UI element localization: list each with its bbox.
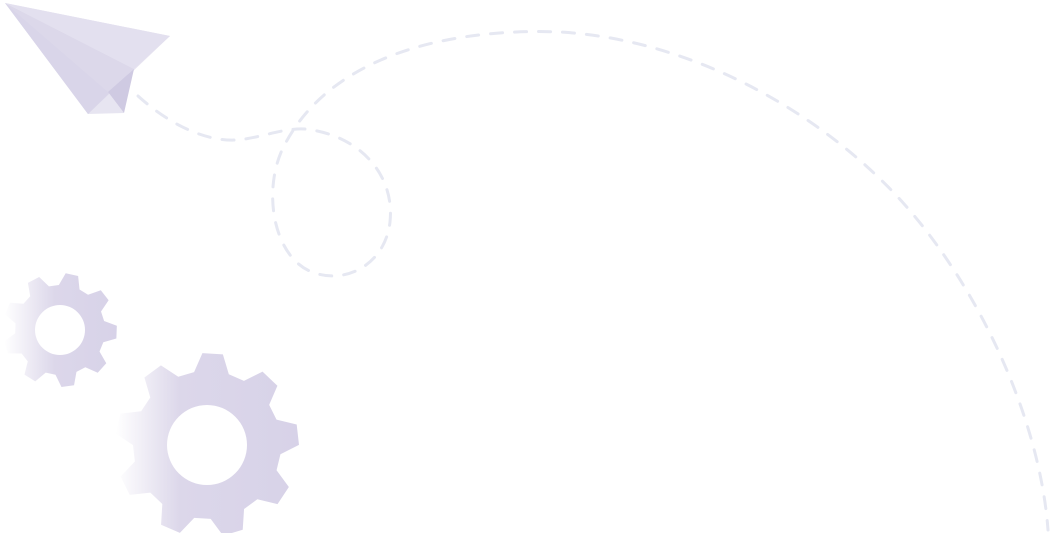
gear-icon	[115, 353, 299, 533]
dashed-flight-path	[136, 30, 1050, 532]
gear-icon	[4, 273, 117, 387]
gear-shape	[115, 353, 299, 533]
gear-shape	[4, 273, 117, 387]
paper-plane-icon	[5, 3, 170, 114]
